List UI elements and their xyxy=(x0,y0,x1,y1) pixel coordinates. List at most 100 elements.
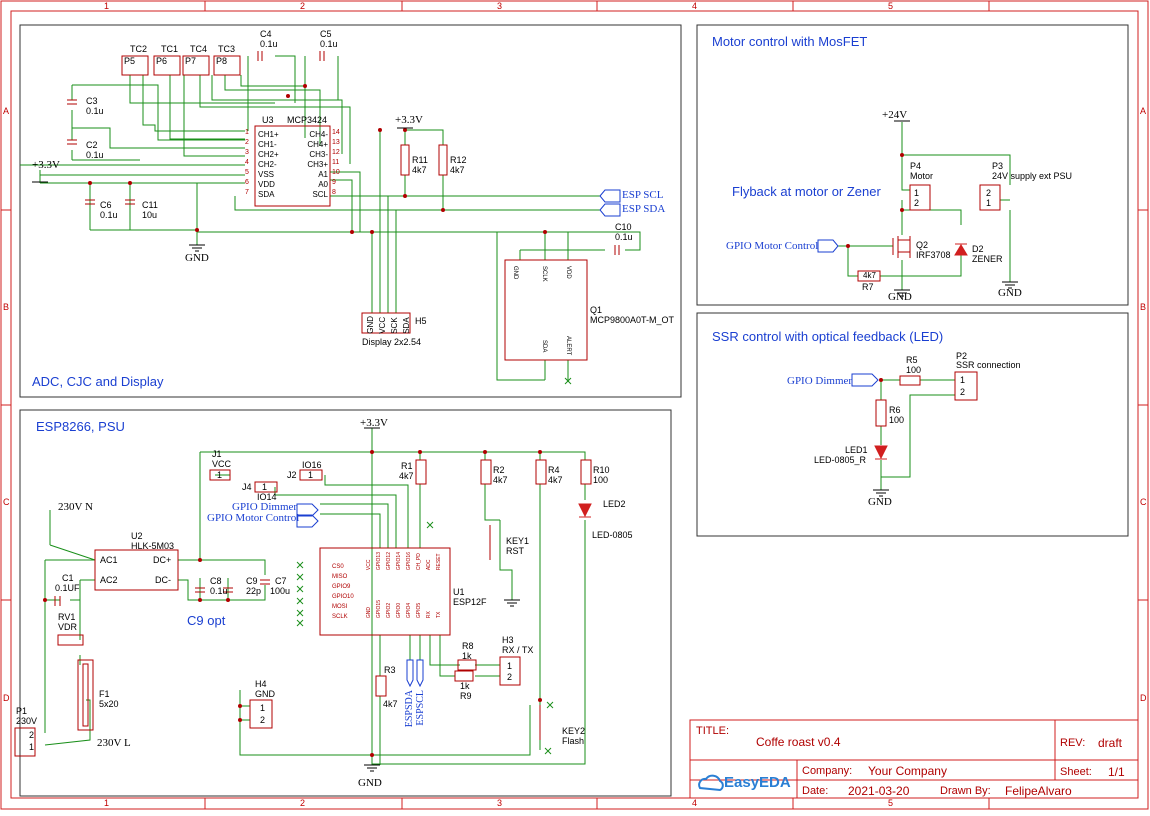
label-j1: J1 xyxy=(212,449,222,459)
label-key1: KEY1 xyxy=(506,536,530,546)
label-rv1: RV1 xyxy=(58,612,76,622)
net-esp-scl: ESP SCL xyxy=(622,189,664,201)
label-r3: R3 xyxy=(384,665,396,675)
title-value: Coffe roast v0.4 xyxy=(756,735,841,749)
value-io16: IO16 xyxy=(302,460,322,470)
net-230v-n: 230V N xyxy=(58,501,93,513)
label-q2: Q2 xyxy=(916,240,929,250)
u3-pin-right-3: CH3+ xyxy=(307,160,328,169)
date-label: Date: xyxy=(802,785,829,797)
p1-pin1: 1 xyxy=(29,742,35,752)
grid-row-d: D xyxy=(3,693,10,703)
label-c8: C8 xyxy=(210,576,222,586)
label-c4: C4 xyxy=(260,29,272,39)
value-r6: 100 xyxy=(889,415,905,425)
value-r9: 1k xyxy=(460,681,470,691)
label-r9: R9 xyxy=(460,691,472,701)
grid-col-3-bottom: 3 xyxy=(497,798,503,808)
u3-pin-number-left-2: 3 xyxy=(245,149,249,156)
label-p7: P7 xyxy=(185,56,197,66)
value-d2: ZENER xyxy=(972,254,1003,264)
junctions xyxy=(43,84,904,757)
value-r2: 4k7 xyxy=(493,475,508,485)
u3-pin-number-right-3: 11 xyxy=(332,159,340,166)
net-v33-pullup: +3.3V xyxy=(395,114,423,126)
u3-pin-number-right-2: 12 xyxy=(332,149,340,156)
value-r8: 1k xyxy=(462,651,472,661)
label-r6: R6 xyxy=(889,405,901,415)
u3-pin-number-left-1: 2 xyxy=(245,139,249,146)
h4-pin1: 1 xyxy=(260,703,266,713)
net-gpio-dimmer: GPIO Dimmer xyxy=(787,375,853,387)
net-v24: +24V xyxy=(882,109,908,121)
panel-title-adc: ADC, CJC and Display xyxy=(32,374,164,389)
value-p1: 230V xyxy=(16,716,38,726)
value-c6: 0.1u xyxy=(100,210,118,220)
u3-pin-left-5: VDD xyxy=(258,180,275,189)
q1-pin-sda: SDA xyxy=(541,340,547,353)
wires xyxy=(20,55,1011,765)
p1-pin2: 2 xyxy=(29,730,35,740)
value-led1: LED-0805_R xyxy=(814,455,867,465)
label-r5: R5 xyxy=(906,355,918,365)
u1-pin-left-4: MOSI xyxy=(332,604,348,610)
net-gpio-dimmer-esp: GPIO Dimmer xyxy=(232,501,298,513)
parts xyxy=(14,51,1001,757)
net-esp-sda: ESP SDA xyxy=(622,203,666,215)
label-tc4: TC4 xyxy=(190,44,208,54)
label-r12: R12 xyxy=(450,155,467,165)
value-key1: RST xyxy=(506,546,524,556)
grid-row-a-right: A xyxy=(1140,106,1147,116)
value-key2: Flash xyxy=(562,736,585,746)
title-block-frame xyxy=(689,719,1139,799)
q1-pin-sclk: SCLK xyxy=(541,266,547,282)
net-gnd-esp: GND xyxy=(358,777,382,789)
j1-pin1: 1 xyxy=(217,470,223,480)
label-r2: R2 xyxy=(493,465,505,475)
p4-pin2: 2 xyxy=(914,198,920,208)
grid-col-1-bottom: 1 xyxy=(104,798,110,808)
label-p4: P4 xyxy=(910,161,922,171)
u1-pin-bottom-0: GND xyxy=(366,606,372,619)
h5-pin-2: SCK xyxy=(390,317,399,334)
net-espscl: ESPSCL xyxy=(415,690,426,726)
label-r4: R4 xyxy=(548,465,560,475)
rev-label: REV: xyxy=(1060,737,1086,749)
label-c9: C9 xyxy=(246,576,258,586)
drawn-label: Drawn By: xyxy=(940,785,991,797)
u1-pin-bottom-6: RX xyxy=(426,611,432,619)
grid-col-4: 4 xyxy=(692,1,698,11)
grid-row-c: C xyxy=(3,497,10,507)
u1-pin-top-4: GPIO16 xyxy=(406,552,412,571)
grid-row-b-right: B xyxy=(1140,302,1147,312)
company-value: Your Company xyxy=(868,764,947,778)
u1-pin-top-7: RESET xyxy=(436,553,442,571)
value-p4: Motor xyxy=(910,171,934,181)
u3-pin-left-0: CH1+ xyxy=(258,130,279,139)
gnd-symbols xyxy=(32,120,1018,772)
value-q2: IRF3708 xyxy=(916,250,951,260)
label-p5: P5 xyxy=(124,56,136,66)
label-u1: U1 xyxy=(453,587,465,597)
u3-pin-number-right-1: 13 xyxy=(332,139,340,146)
u3-pin-number-right-4: 10 xyxy=(332,169,340,176)
u2-pin-dcm: DC- xyxy=(155,575,171,585)
diodes xyxy=(578,243,968,518)
grid-row-b: B xyxy=(3,302,10,312)
label-r8: R8 xyxy=(462,641,474,651)
u1-pin-left-3: GPIO10 xyxy=(332,594,354,600)
u1-pin-top-3: GPIO14 xyxy=(396,552,402,571)
u3-pin-number-left-5: 6 xyxy=(245,179,249,186)
u1-pin-top-0: VCC xyxy=(366,559,372,571)
label-tc1: TC1 xyxy=(161,44,179,54)
value-c5: 0.1u xyxy=(320,39,338,49)
net-gnd-ssr: GND xyxy=(868,496,892,508)
grid-col-5-bottom: 5 xyxy=(888,798,894,808)
value-u1: ESP12F xyxy=(453,597,487,607)
u3-pin-right-4: A1 xyxy=(318,170,328,179)
u1-pin-top-2: GPIO12 xyxy=(386,552,392,571)
u1-pin-top-6: ADC xyxy=(426,559,432,571)
